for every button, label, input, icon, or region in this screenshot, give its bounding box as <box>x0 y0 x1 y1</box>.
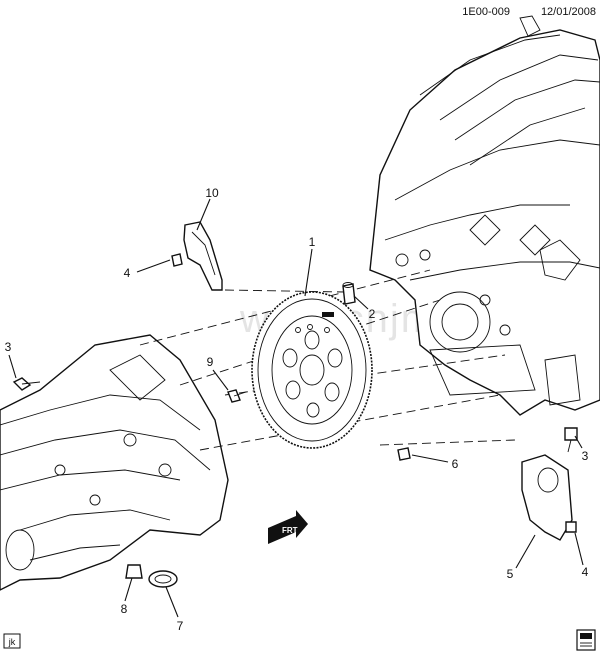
bolt-six <box>397 447 411 461</box>
bolt-left <box>12 377 41 391</box>
document-icon <box>576 629 596 651</box>
callout-4-bottom: 4 <box>582 565 589 579</box>
callout-6: 6 <box>452 457 459 471</box>
bolt-bottom-right <box>565 521 577 533</box>
callout-7: 7 <box>177 619 184 633</box>
callout-9: 9 <box>207 355 214 369</box>
callout-8: 8 <box>121 602 128 616</box>
cover-right <box>521 454 573 541</box>
header-code: 1E00-009 <box>462 6 510 18</box>
callout-5: 5 <box>507 567 514 581</box>
dowel <box>342 282 356 305</box>
callout-3-left: 3 <box>5 340 12 354</box>
header-date: 12/01/2008 <box>541 6 596 18</box>
callout-2: 2 <box>369 307 376 321</box>
bolt-top <box>171 253 183 267</box>
callout-3-right: 3 <box>582 449 589 463</box>
callout-4-top: 4 <box>124 266 131 280</box>
callout-1: 1 <box>309 235 316 249</box>
footer-tag: jk <box>3 633 21 649</box>
shield-cover <box>183 221 223 291</box>
engine-block <box>369 15 600 416</box>
callouts: 1 2 3 3 4 4 5 6 7 8 9 10 <box>5 186 589 633</box>
leader-lines <box>8 198 584 618</box>
transmission-case <box>0 334 229 591</box>
callout-10: 10 <box>205 186 219 200</box>
front-label: FRT <box>282 526 298 535</box>
bolt-nine <box>227 389 247 403</box>
ring-seal <box>148 570 178 588</box>
front-arrow-icon: FRT <box>268 510 308 544</box>
footer-tag-text: jk <box>8 637 16 647</box>
plug <box>125 564 143 579</box>
bolt-right <box>564 427 578 453</box>
flywheel <box>251 291 373 449</box>
